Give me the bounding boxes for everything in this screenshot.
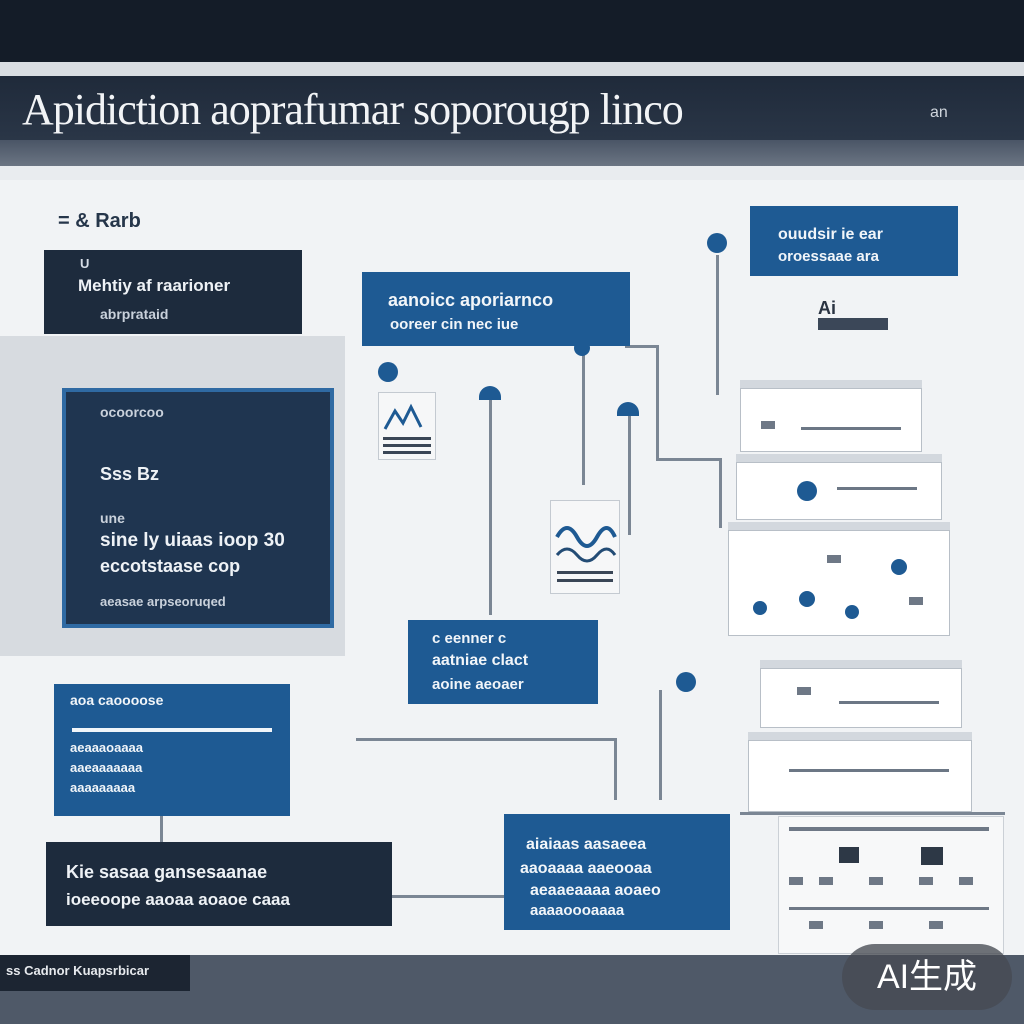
server-card [740,388,922,452]
node-dot [707,233,727,253]
server-card [736,462,942,520]
bottom-center-line4: aaaaoooaaaa [530,902,625,919]
main-card-line1: Sss Bz [100,464,160,484]
node-dot [378,362,398,382]
server-panel [728,530,950,636]
center-mid-box [408,620,598,704]
right-label-bar [818,318,888,330]
bottom-center-box [504,814,730,930]
main-card-line2: une [100,510,125,526]
main-card-line3: sine ly uiaas ioop 30 [100,530,285,551]
node-pin [479,386,501,400]
right-top-line1: ouudsir ie ear [778,226,883,243]
map-thumbnail [550,500,620,594]
connector-line [625,345,659,348]
left-mid-line2: aeaaaoaaaa [70,740,144,755]
bottom-center-line2: aaoaaaa aaeooaa [520,860,652,877]
title-suffix: an [930,104,948,121]
connector-line [160,815,163,845]
bottom-center-line1: aiaiaas aasaeea [526,836,647,853]
main-card-line5: aeasae arpseoruqed [100,594,226,609]
wave-chart-icon [555,526,617,582]
footer-label: ss Cadnor Kuapsrbicar [6,963,150,978]
connector-line [716,255,719,395]
ai-generated-badge: AI生成 [842,944,1012,1010]
connector-line [614,738,617,800]
footer-label-box [0,955,190,991]
left-mid-line1: aoa caoooose [70,692,164,708]
main-card-heading: ocoorcoo [100,404,164,420]
center-mid-line1: c eenner c [432,630,507,647]
page-title: Apidiction aoprafumar soporougp linco [22,85,684,134]
right-top-line2: oroessaae ara [778,248,879,265]
mini-dashboard [778,816,1004,954]
bottom-center-line3: aeaaeaaaa aoaeo [530,882,661,899]
center-mid-line2: aatniae clact [432,652,529,669]
title-banner [0,62,1024,166]
connector-line [489,400,492,615]
chart-thumbnail [378,392,436,460]
center-top-box [362,272,630,346]
connector-line [656,458,722,461]
right-top-box [750,206,958,276]
status-dot [797,481,817,501]
connector-line [628,415,631,535]
center-top-line1: aanoicc aporiarnco [388,290,554,310]
server-card [748,740,972,812]
center-mid-line3: aoine aeoaer [432,676,524,693]
connector-line [656,345,659,460]
info-box-top-left-line3: abrprataid [100,306,169,322]
connector-line [659,690,662,800]
connector-line [740,812,1005,815]
main-card-line4: eccotstaase cop [100,556,241,576]
node-pin [617,402,639,416]
main-card [62,388,334,628]
bottom-left-line2: ioeeoope aaoaa aoaoe caaa [66,890,290,909]
info-box-top-left-line2: Mehtiy af raarioner [78,276,231,295]
right-label: Ai [818,298,836,318]
caption-top-left: = & Rarb [58,210,141,232]
info-box-top-left-line1: U [80,256,90,271]
center-top-line2: ooreer cin nec iue [390,316,519,333]
left-mid-line4: aaaaaaaaa [70,780,136,795]
top-dark-band [0,0,1024,62]
left-mid-line3: aaeaaaaaaa [70,760,143,775]
left-mid-divider [72,728,272,732]
mountain-chart-icon [383,403,431,454]
connector-line [719,458,722,528]
connector-line [390,895,505,898]
bottom-left-box [46,842,392,926]
connector-line [356,738,616,741]
connector-line [582,345,585,485]
info-box-top-left [44,250,302,334]
bottom-left-line1: Kie sasaa gansesaanae [66,862,268,882]
server-card [760,668,962,728]
left-mid-box [54,684,290,816]
node-dot [676,672,696,692]
